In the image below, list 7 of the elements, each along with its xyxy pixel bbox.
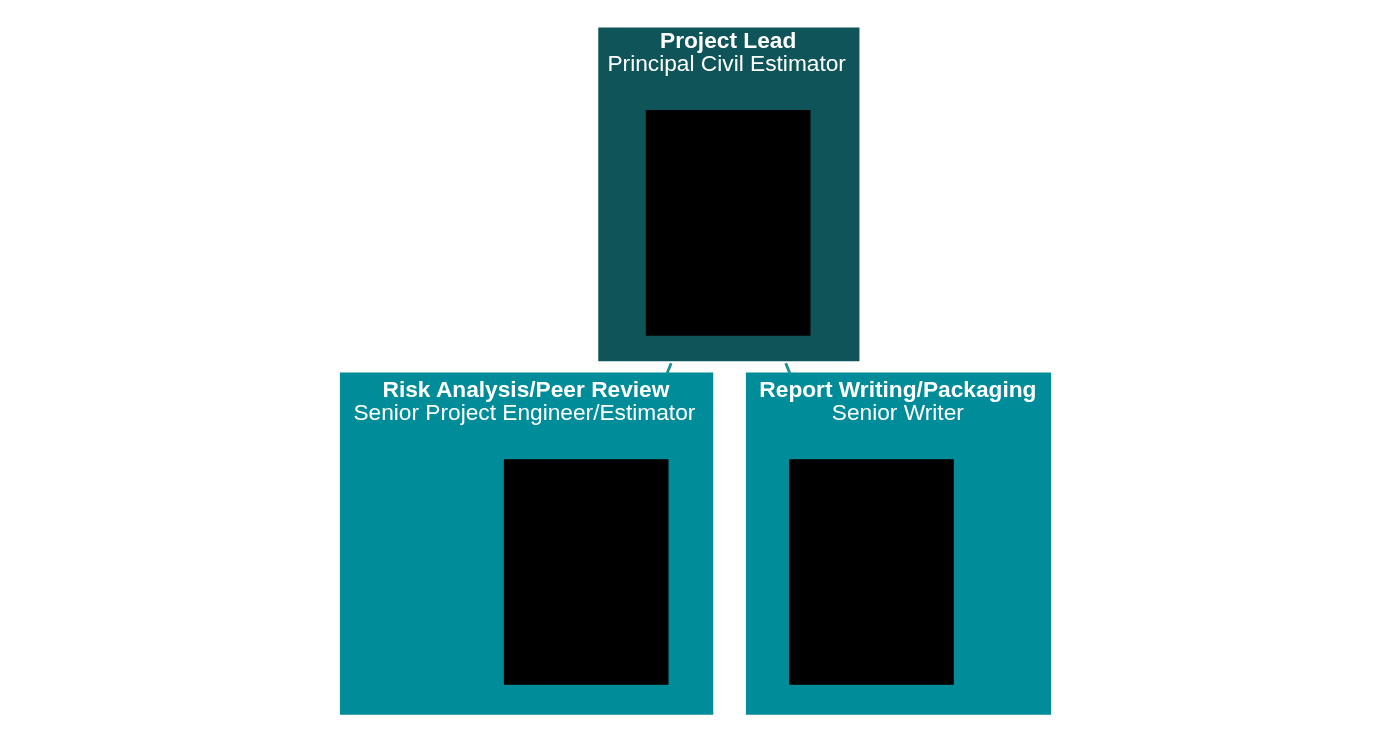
- cluster: Risk Analysis/Peer Review Senior Project Engineer/Estimator: [339, 372, 714, 715]
- connector: [784, 362, 792, 376]
- node-box: [503, 459, 669, 685]
- node-box: [645, 109, 811, 336]
- node-box: [789, 459, 954, 685]
- connector: [665, 362, 673, 376]
- cluster: Report Writing/Packaging Senior Writer: [745, 372, 1052, 715]
